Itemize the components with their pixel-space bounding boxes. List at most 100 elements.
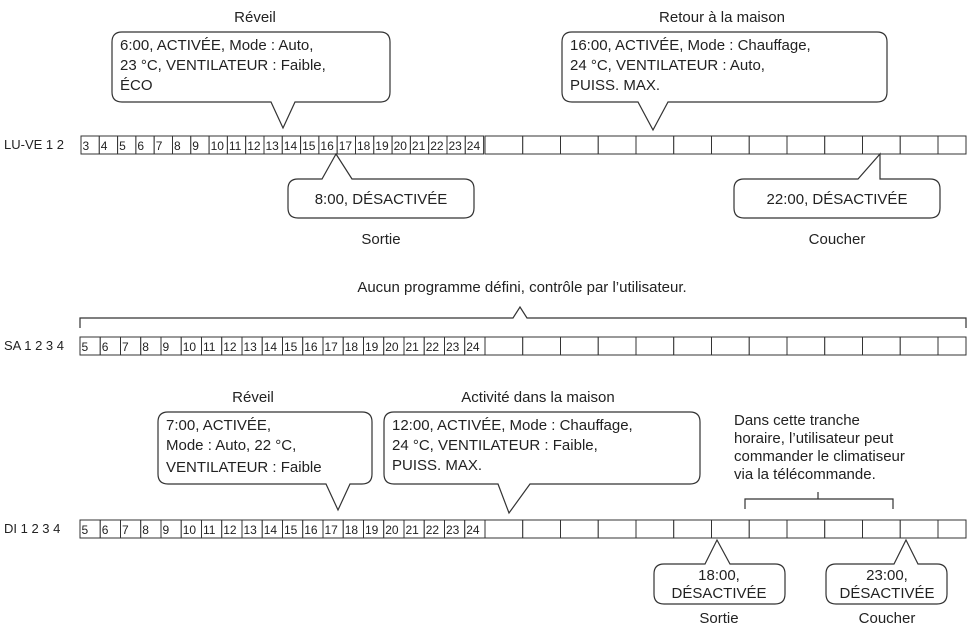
sunday-hour-label: 20 [385, 523, 399, 537]
weekday-hour-label: 23 [449, 139, 463, 153]
saturday-slot-cell [786, 336, 826, 356]
saturday-slot-cell [635, 336, 675, 356]
sunday-slot-cell [635, 519, 675, 539]
saturday-slot-cell [862, 336, 901, 356]
sunday-bed-caption: Coucher [859, 610, 916, 627]
saturday-slot-cell [597, 336, 637, 356]
weekday-slot-cell [899, 135, 939, 155]
sunday-out-line-2: DÉSACTIVÉE [671, 585, 766, 602]
saturday-hour-label: 14 [264, 340, 278, 354]
saturday-row-label: SA 1 2 3 4 [4, 338, 64, 353]
weekday-hour-label: 24 [467, 139, 481, 153]
weekday-return-caption: Retour à la maison [659, 9, 785, 26]
saturday-hour-label: 23 [446, 340, 460, 354]
saturday-section: Aucun programme défini, contrôle par l’u… [4, 279, 967, 356]
saturday-hour-label: 7 [122, 340, 129, 354]
sunday-note-bracket [744, 492, 894, 509]
weekday-timeline [80, 135, 967, 155]
weekday-hour-label: 6 [137, 139, 144, 153]
saturday-slot-cell [560, 336, 599, 356]
sunday-slot-cell [899, 519, 939, 539]
saturday-hour-label: 6 [102, 340, 109, 354]
saturday-hour-label: 24 [466, 340, 480, 354]
weekday-row-label: LU-VE 1 2 [4, 137, 64, 152]
weekday-slot-cell [786, 135, 826, 155]
sunday-hour-label: 7 [122, 523, 129, 537]
weekday-wake-line-2: 23 °C, VENTILATEUR : Faible, [120, 57, 326, 74]
saturday-timeline [79, 336, 967, 356]
saturday-hour-label: 13 [244, 340, 258, 354]
weekday-return-line-2: 24 °C, VENTILATEUR : Auto, [570, 57, 765, 74]
weekday-hour-label: 15 [302, 139, 316, 153]
sunday-note-line-2: horaire, l’utilisateur peut [734, 430, 894, 447]
sunday-hour-label: 19 [365, 523, 379, 537]
weekday-hour-label: 20 [394, 139, 408, 153]
sunday-slot-cell [937, 519, 967, 539]
weekday-hour-cell [464, 135, 485, 155]
weekday-hour-label: 16 [320, 139, 334, 153]
weekday-hour-label: 10 [211, 139, 225, 153]
saturday-hour-label: 19 [365, 340, 379, 354]
sunday-home-line-3: PUISS. MAX. [392, 457, 482, 474]
weekday-hour-label: 12 [247, 139, 261, 153]
saturday-note: Aucun programme défini, contrôle par l’u… [357, 279, 686, 296]
weekday-out-bubble [287, 152, 475, 219]
saturday-slot-cell [673, 336, 712, 356]
weekday-wake-caption: Réveil [234, 9, 276, 26]
weekday-slot-cell [711, 135, 750, 155]
sunday-slot-cell [560, 519, 599, 539]
weekday-hour-label: 14 [284, 139, 298, 153]
weekday-out-caption: Sortie [361, 231, 400, 248]
saturday-slot-cell [899, 336, 939, 356]
saturday-hour-label: 20 [385, 340, 399, 354]
sunday-bed-bubble [825, 538, 948, 605]
sunday-slot-cell [824, 519, 863, 539]
sunday-slot-cell [862, 519, 901, 539]
saturday-brace [79, 305, 967, 328]
sunday-hour-label: 11 [203, 523, 216, 537]
weekday-return-line-1: 16:00, ACTIVÉE, Mode : Chauffage, [570, 37, 811, 54]
sunday-hour-label: 5 [82, 523, 89, 537]
sunday-hour-label: 22 [426, 523, 440, 537]
weekday-wake-line-3: ÉCO [120, 77, 153, 94]
sunday-home-line-1: 12:00, ACTIVÉE, Mode : Chauffage, [392, 417, 633, 434]
saturday-slot-cell [824, 336, 863, 356]
weekday-slot-cell [748, 135, 788, 155]
weekday-slot-cell [597, 135, 637, 155]
sunday-wake-bubble [157, 411, 373, 512]
sunday-hour-label: 24 [466, 523, 480, 537]
weekday-bed-bubble [733, 152, 941, 219]
sunday-note-line-4: via la télécommande. [734, 466, 876, 483]
sunday-home-line-2: 24 °C, VENTILATEUR : Faible, [392, 437, 598, 454]
weekday-return-bubble [561, 31, 888, 132]
sunday-hour-label: 15 [284, 523, 298, 537]
saturday-hour-label: 9 [163, 340, 170, 354]
saturday-slot-cell [484, 336, 524, 356]
saturday-hour-label: 5 [82, 340, 89, 354]
saturday-hour-label: 11 [203, 340, 216, 354]
sunday-bed-line-2: DÉSACTIVÉE [839, 585, 934, 602]
weekday-hour-label: 5 [119, 139, 126, 153]
sunday-timeline [79, 519, 967, 539]
weekday-out-line-1: 8:00, DÉSACTIVÉE [315, 191, 448, 208]
sunday-out-caption: Sortie [699, 610, 738, 627]
weekday-bed-caption: Coucher [809, 231, 866, 248]
weekday-hour-label: 8 [174, 139, 181, 153]
sunday-hour-label: 18 [345, 523, 359, 537]
weekday-slot-cell [824, 135, 863, 155]
saturday-hour-label: 17 [325, 340, 339, 354]
saturday-slot-cell [522, 336, 561, 356]
sunday-hour-label: 23 [446, 523, 460, 537]
sunday-bed-line-1: 23:00, [866, 567, 908, 584]
sunday-out-bubble [653, 538, 786, 605]
saturday-hour-label: 16 [304, 340, 318, 354]
weekday-hour-label: 11 [229, 139, 242, 153]
sunday-wake-line-2: Mode : Auto, 22 °C, [166, 437, 296, 454]
sunday-hour-label: 6 [102, 523, 109, 537]
sunday-hour-label: 10 [183, 523, 197, 537]
sunday-hour-label: 8 [142, 523, 149, 537]
weekday-hour-label: 19 [375, 139, 389, 153]
weekday-slot-cell [560, 135, 599, 155]
